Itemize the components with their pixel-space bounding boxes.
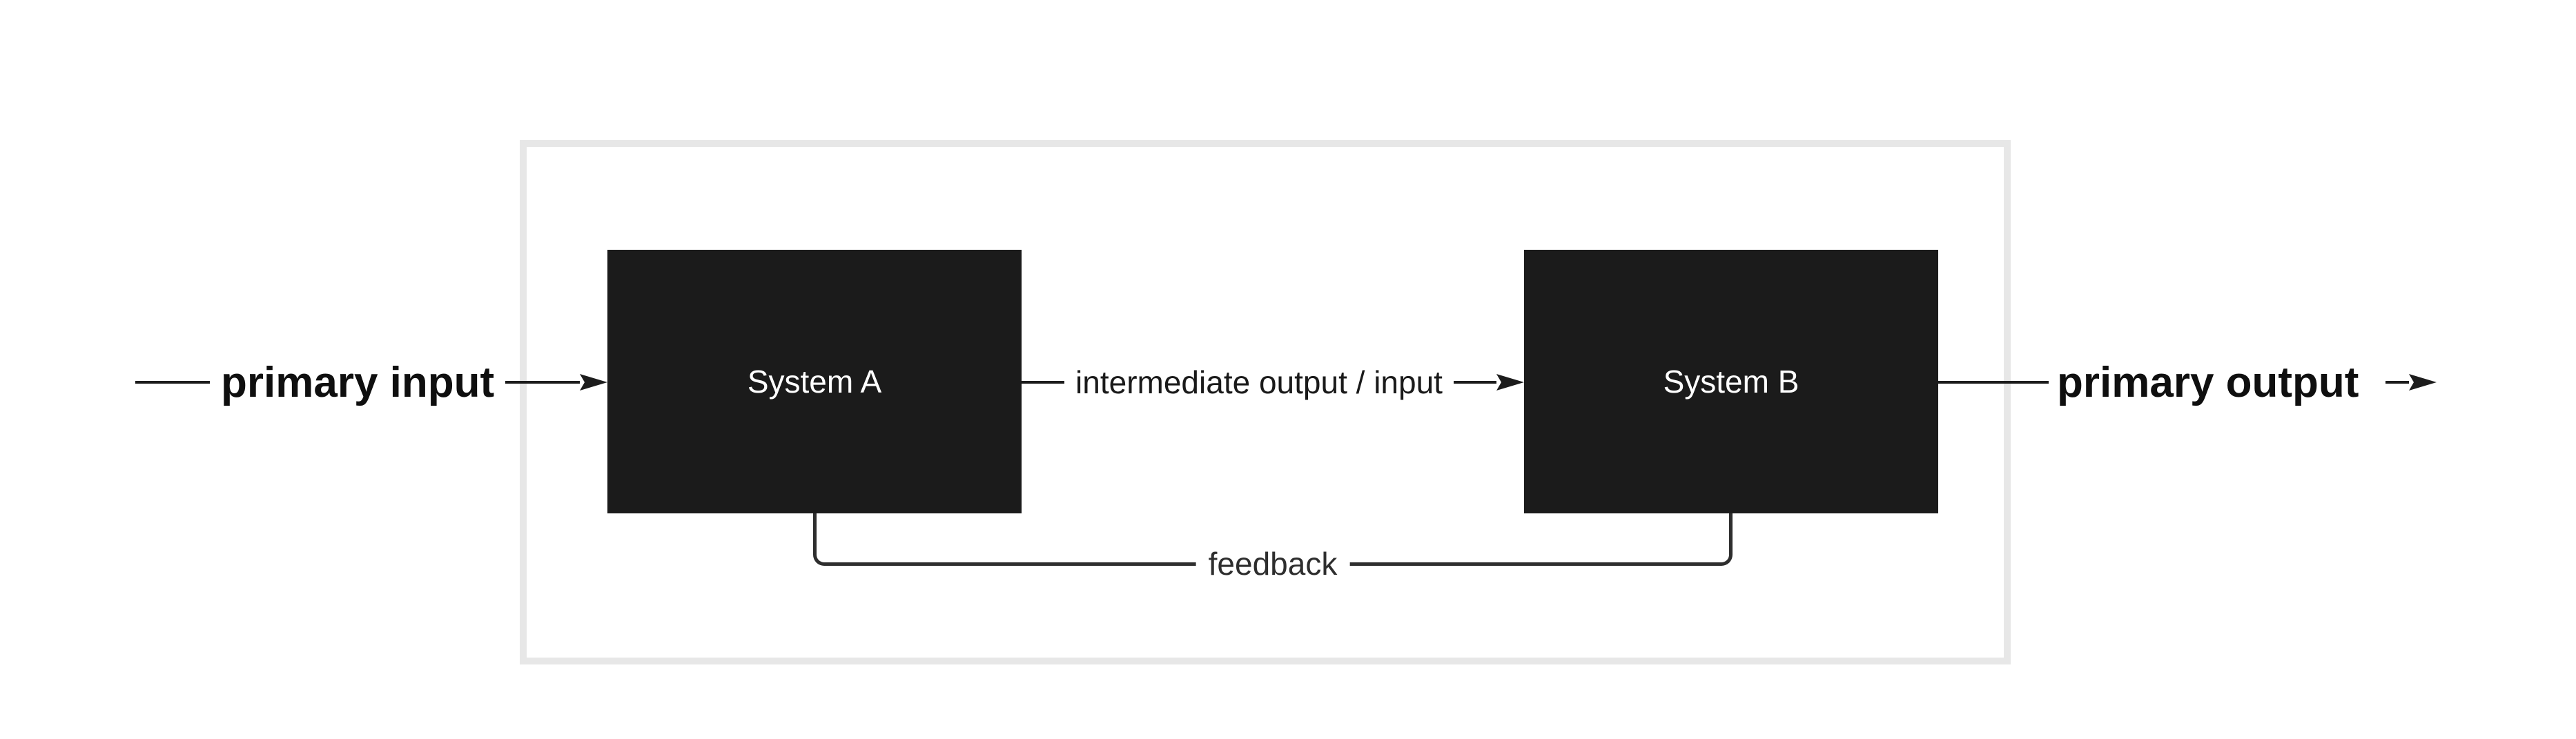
intermediate-connector: intermediate output / input <box>1022 351 1524 413</box>
connector-line <box>1938 381 2049 384</box>
connector-line <box>2385 381 2409 384</box>
arrowhead-into-system-a-icon <box>580 374 607 391</box>
arrowhead-into-system-b-icon <box>1496 374 1524 391</box>
connector-line <box>1453 381 1496 384</box>
system-a-node: System A <box>607 250 1022 513</box>
arrowhead-primary-output-icon <box>2409 374 2437 391</box>
primary-output-connector: primary output <box>1938 351 2437 413</box>
system-a-label: System A <box>747 364 882 400</box>
primary-output-label: primary output <box>2057 358 2359 406</box>
feedback-label: feedback <box>1196 545 1350 582</box>
primary-input-label: primary input <box>221 358 495 406</box>
connector-line <box>505 381 580 384</box>
primary-input-connector: primary input <box>135 351 607 413</box>
intermediate-label: intermediate output / input <box>1075 364 1443 400</box>
system-b-label: System B <box>1663 364 1799 400</box>
system-b-node: System B <box>1524 250 1938 513</box>
connector-line <box>135 381 210 384</box>
connector-line <box>1022 381 1065 384</box>
diagram-frame <box>520 140 2011 664</box>
